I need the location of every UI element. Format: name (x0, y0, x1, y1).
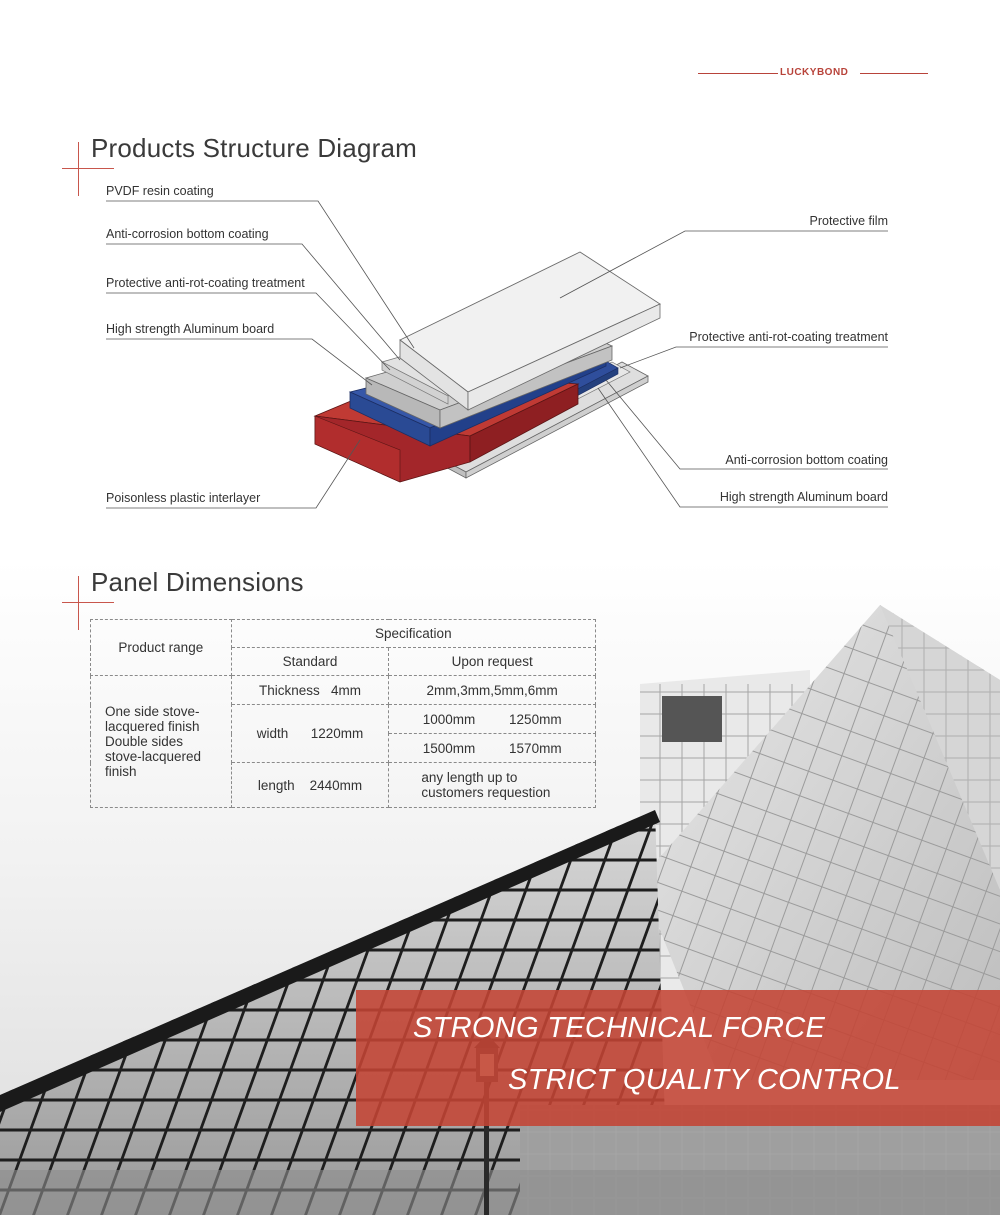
brand-rule-left (698, 73, 778, 74)
leader-interlayer (106, 439, 361, 509)
brand-logo: LUCKYBOND (780, 67, 849, 78)
heading-cross-vertical (78, 142, 79, 196)
length-request-line: any length up to (421, 770, 518, 785)
label-film: Protective film (809, 214, 889, 228)
header-product-range: Product range (90, 619, 232, 676)
product-range-line: stove-lacquered (105, 749, 202, 764)
thickness-standard: Thickness 4mm (230, 675, 390, 705)
leader-anti-rot-left (106, 292, 391, 371)
label-aluminum-right: High strength Aluminum board (719, 490, 888, 504)
label-anti-corrosion-left: Anti-corrosion bottom coating (106, 227, 269, 241)
structure-title: Products Structure Diagram (91, 133, 417, 163)
product-range-line: finish (105, 764, 137, 779)
heading-cross-horizontal (62, 168, 114, 169)
label-anti-rot-left: Protective anti-rot-coating treatment (106, 276, 305, 290)
width-request-2: 1500mm 1570mm (388, 733, 596, 763)
header-specification: Specification (230, 619, 597, 648)
product-range-cell: One side stove- lacquered finish Double … (90, 675, 232, 808)
dimensions-table: Product range Specification Standard Upo… (90, 619, 597, 808)
label-pvdf: PVDF resin coating (106, 184, 214, 198)
leader-anti-rot-right (619, 346, 888, 369)
length-request: any length up to customers requestion (388, 762, 596, 808)
dimensions-title: Panel Dimensions (91, 567, 304, 597)
width-standard: width 1220mm (230, 704, 390, 763)
product-range-line: Double sides (105, 734, 184, 749)
header-upon-request: Upon request (388, 647, 596, 676)
width-request-1: 1000mm 1250mm (388, 704, 596, 734)
heading-cross-vertical-2 (78, 576, 79, 630)
slogan-line-1: STRONG TECHNICAL FORCE (413, 1012, 826, 1044)
leader-anti-corrosion-right (605, 379, 888, 470)
length-standard: length 2440mm (230, 762, 390, 808)
leader-pvdf (106, 200, 415, 349)
product-range-line: lacquered finish (105, 719, 200, 734)
brand-rule-right (860, 73, 928, 74)
product-range-line: One side stove- (105, 704, 200, 719)
leader-aluminum-right (597, 387, 888, 508)
header-standard: Standard (230, 647, 390, 676)
leader-aluminum-left (106, 338, 373, 386)
thickness-request: 2mm,3mm,5mm,6mm (388, 675, 596, 705)
label-anti-corrosion-right: Anti-corrosion bottom coating (725, 453, 888, 467)
label-anti-rot-right: Protective anti-rot-coating treatment (689, 330, 888, 344)
leader-film (559, 230, 888, 299)
length-request-line: customers requestion (421, 785, 551, 800)
heading-cross-horizontal-2 (62, 602, 114, 603)
slogan-banner (356, 990, 1000, 1126)
label-interlayer: Poisonless plastic interlayer (106, 491, 261, 505)
structure-diagram (106, 200, 888, 509)
leader-anti-corrosion-left (106, 243, 401, 361)
slogan-line-2: STRICT QUALITY CONTROL (508, 1064, 901, 1096)
label-aluminum-left: High strength Aluminum board (106, 322, 275, 336)
